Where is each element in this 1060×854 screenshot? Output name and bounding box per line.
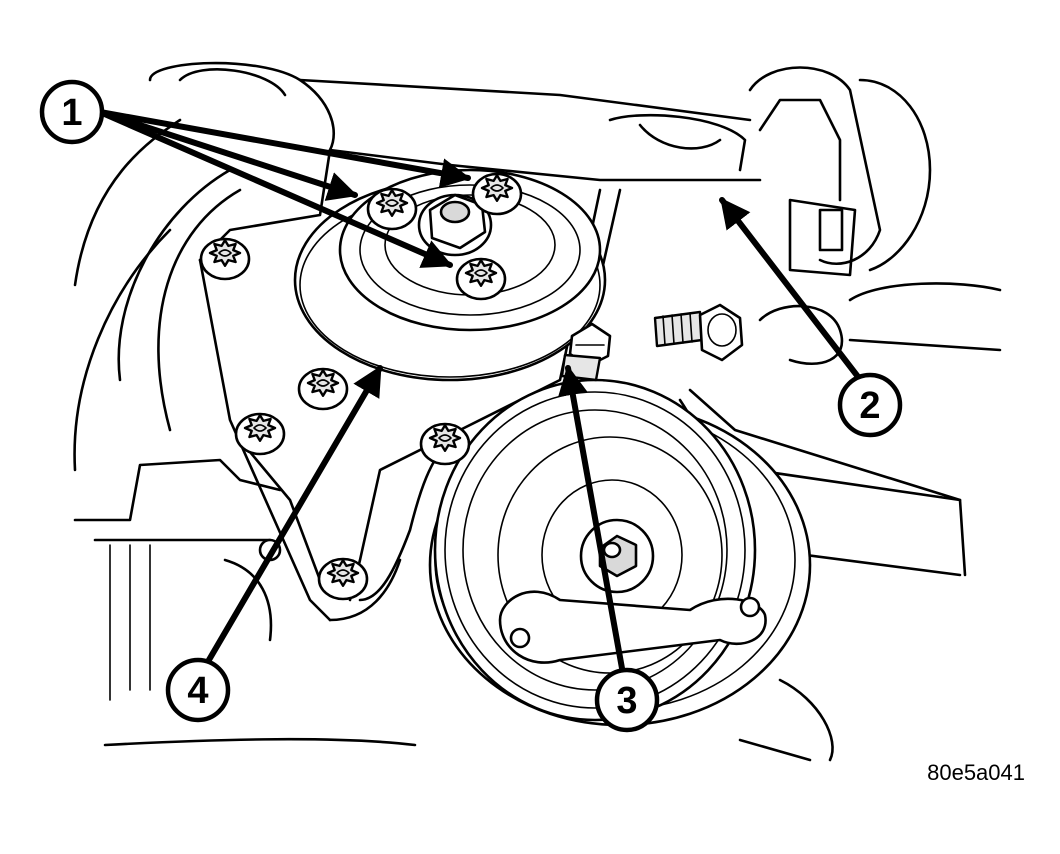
flange-bolt-head: [366, 187, 418, 231]
callout-2: 2: [837, 372, 903, 438]
flange-bolt-head: [234, 412, 286, 456]
arrow-4: [203, 365, 383, 668]
callout-arrows: [97, 109, 865, 688]
callout-4-number: 4: [187, 670, 208, 712]
figure-id-label: 80e5a041: [927, 760, 1025, 785]
arrow-1b: [97, 109, 471, 188]
flange-bolt-head: [471, 172, 523, 216]
callout-4: 4: [165, 657, 231, 723]
bracket-stud: [653, 303, 744, 362]
flange-bolt-head: [419, 422, 471, 466]
arrow-3: [558, 365, 628, 688]
engine-housing: [73, 61, 1002, 762]
flange-bolt-head: [317, 557, 369, 601]
arrow-1c: [97, 109, 453, 268]
callout-1: 1: [39, 79, 105, 145]
callout-1-number: 1: [61, 92, 82, 134]
callout-2-number: 2: [859, 385, 880, 427]
flange-bolt-head: [199, 237, 251, 281]
flange-bolts: [199, 172, 523, 601]
belt-tensioner: [428, 378, 812, 727]
idler-pulley: [293, 168, 607, 382]
flange-bolt-head: [297, 367, 349, 411]
callout-3-number: 3: [616, 680, 637, 722]
arrow-2: [719, 197, 865, 385]
arrow-1a: [97, 109, 358, 201]
callout-3: 3: [594, 667, 660, 733]
flange-bolt-head: [455, 257, 507, 301]
